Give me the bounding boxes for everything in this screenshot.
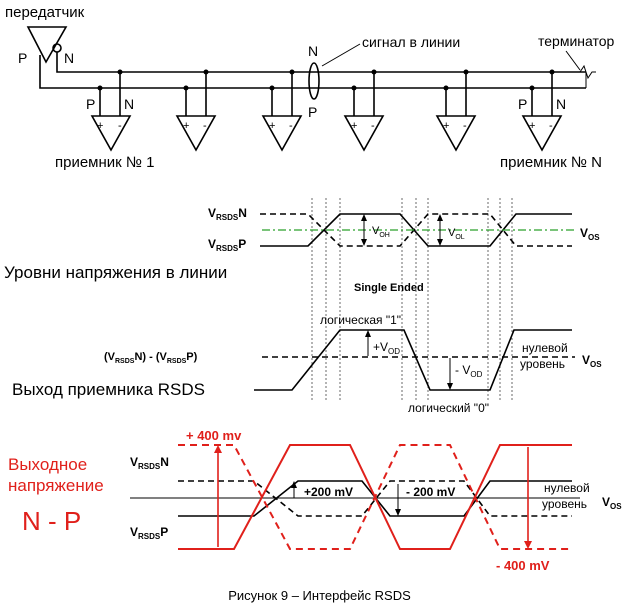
plus400-label: + 400 mv [186, 428, 242, 443]
zero-level-label-3b: уровень [542, 497, 587, 511]
figure-caption: Рисунок 9 – Интерфейс RSDS [228, 588, 411, 603]
svg-text:VOL: VOL [448, 227, 465, 241]
n-minus-p-label: N - P [22, 506, 81, 536]
zero-level-label-3a: нулевой [544, 481, 590, 495]
single-ended-label: Single Ended [354, 282, 424, 294]
differential-formula: (VRSDSN) - (VRSDSP) [104, 351, 198, 365]
vrdsp-label: VRSDSP [208, 237, 246, 253]
logic-zero-label: логический "0" [408, 401, 489, 415]
receiver-1-p-label: P [86, 96, 95, 112]
svg-text:+: + [183, 120, 189, 132]
section2-title: Выход приемника RSDS [12, 380, 205, 399]
svg-text:+: + [269, 120, 275, 132]
terminator-label: терминатор [538, 33, 615, 49]
receiver-1-label: приемник № 1 [55, 154, 155, 171]
receiver-n-p-label: P [518, 96, 527, 112]
svg-text:VOH: VOH [372, 225, 390, 239]
svg-text:- VOD: - VOD [455, 363, 483, 379]
svg-text:-: - [463, 120, 467, 132]
receiver-1-n-label: N [124, 96, 134, 112]
svg-text:+VOD: +VOD [373, 340, 400, 356]
line-n-label: N [308, 43, 318, 59]
transmitter-symbol [26, 26, 68, 64]
vrdsn-label: VRSDSN [208, 206, 247, 222]
vos-label-3: VOS [602, 495, 622, 511]
vrdsp-label-3: VRSDSP [130, 525, 168, 541]
signal-ellipse [308, 62, 320, 100]
receiver-5: + - [435, 69, 477, 152]
svg-text:-: - [289, 120, 293, 132]
line-n-wire [56, 52, 586, 73]
svg-text:+: + [351, 120, 357, 132]
section1-title: Уровни напряжения в линии [4, 263, 227, 282]
output-negative-waveform [178, 444, 572, 550]
svg-text:-: - [118, 120, 122, 132]
terminator-resistor [579, 64, 596, 80]
receiver-n-label: приемник № N [500, 154, 602, 171]
receiver-1: + - P N [86, 69, 134, 152]
line-p-wire [39, 55, 586, 89]
line-p-label: P [308, 104, 317, 120]
svg-text:+: + [443, 120, 449, 132]
transmitter-label: передатчик [5, 4, 85, 21]
logic-one-label: логическая "1" [320, 313, 401, 327]
transmitter-p-label: P [18, 50, 27, 66]
vrdsn-output-dashed [178, 480, 572, 517]
receiver-output-waveform [254, 329, 572, 391]
line-voltage-levels: VOH VOL VRSDSN VRSDSP VOS Уровни напряже… [4, 198, 600, 400]
minus400-label: - 400 mV [496, 558, 550, 573]
receiver-3: + - [261, 69, 303, 152]
signal-in-line-label: сигнал в линии [362, 34, 460, 50]
svg-text:-: - [203, 120, 207, 132]
svg-text:-: - [549, 120, 553, 132]
receiver-n: + - P N [518, 69, 566, 152]
transmission-line-schematic: передатчик P N терминатор N P сигнал в л… [5, 4, 615, 171]
zero-level-label-a: нулевой [522, 341, 568, 355]
receiver-n-n-label: N [556, 96, 566, 112]
svg-text:+: + [97, 120, 103, 132]
receiver-4: + - [343, 69, 385, 152]
vrdsn-label-3: VRSDSN [130, 455, 169, 471]
minus200-label: - 200 mV [406, 485, 455, 499]
plus200-label: +200 mV [304, 485, 353, 499]
svg-text:-: - [371, 120, 375, 132]
section3-title-line1: Выходное [8, 455, 87, 474]
svg-text:+: + [529, 120, 535, 132]
section3-title-line2: напряжение [8, 476, 104, 495]
transmitter-n-label: N [64, 50, 74, 66]
vos-label-2: VOS [582, 353, 602, 369]
output-voltage: Выходное напряжение N - P + 400 mv - 400… [8, 428, 622, 573]
zero-level-label-b: уровень [520, 357, 565, 371]
receiver-output: +VOD - VOD логическая "1" логический "0"… [12, 313, 602, 415]
receiver-2: + - [175, 69, 217, 152]
vos-label-1: VOS [580, 226, 600, 242]
